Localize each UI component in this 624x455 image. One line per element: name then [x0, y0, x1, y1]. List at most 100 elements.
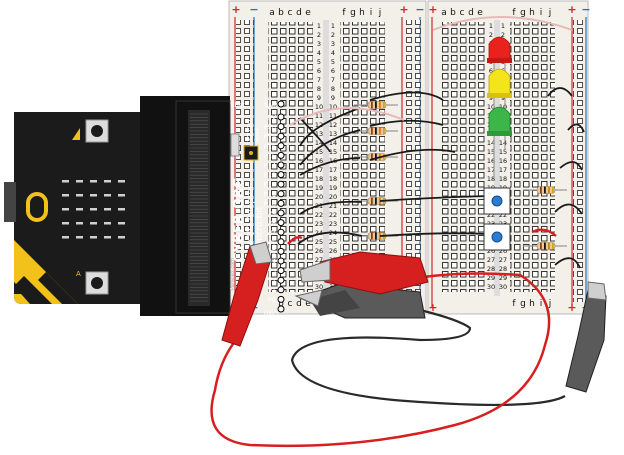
row-number: 25	[329, 238, 337, 246]
pin-circle	[277, 295, 285, 303]
button-a[interactable]	[85, 271, 109, 295]
matrix-led	[62, 222, 69, 225]
col-label: f	[512, 299, 516, 309]
pin-label: P8	[268, 219, 276, 227]
touch-logo[interactable]	[26, 192, 48, 222]
col-label: e	[477, 8, 483, 18]
jumper-wire	[297, 231, 363, 245]
black-alligator-clip[interactable]	[294, 283, 426, 319]
terminal-strip-ae	[268, 22, 313, 292]
col-label: j	[548, 299, 552, 309]
col-label: i	[370, 8, 373, 18]
pin-label: P15	[264, 152, 276, 160]
pushbutton-1[interactable]	[483, 187, 511, 215]
row-number: 8	[317, 85, 321, 93]
col-label: a	[269, 8, 275, 18]
col-label: g	[350, 8, 356, 18]
pin-label: P10	[264, 200, 276, 208]
pin-label: P0	[268, 296, 276, 304]
pin-header	[277, 100, 285, 313]
rail-minus-sign: −	[249, 3, 258, 16]
microbit-board: A	[4, 112, 160, 304]
edge-connector-slot	[188, 110, 210, 306]
col-label: j	[548, 8, 552, 18]
row-number: 19	[315, 184, 323, 192]
matrix-led	[76, 180, 83, 183]
matrix-led	[62, 236, 69, 239]
button-a-label: A	[76, 270, 81, 278]
row-number: 1	[501, 22, 505, 30]
button-b-marker	[72, 128, 80, 140]
jumper-wires	[297, 87, 585, 269]
pin-circle	[277, 199, 285, 207]
row-number: 2	[317, 31, 321, 39]
matrix-led	[90, 180, 97, 183]
row-number: 26	[329, 247, 337, 255]
row-number: 15	[329, 148, 337, 156]
pin-label: P5	[268, 248, 276, 256]
edge-io-adapter: Vbat GND GND CYBER.ORG Edge I/O Adapter …	[140, 96, 285, 318]
jumper-wire-red	[531, 228, 557, 237]
pin-label: P16	[264, 142, 276, 150]
gnd-top-label: GND	[264, 102, 278, 109]
row-number: 1	[489, 22, 493, 30]
row-number: 24	[315, 229, 323, 237]
row-number: 16	[499, 157, 507, 165]
col-label: b	[278, 8, 284, 18]
row-number: 10	[315, 103, 323, 111]
row-number: 1	[317, 22, 321, 30]
matrix-led	[62, 194, 69, 197]
matrix-led	[118, 236, 125, 239]
row-number: 22	[329, 211, 337, 219]
col-label: a	[441, 8, 447, 18]
row-number: 22	[499, 211, 507, 219]
resistor	[523, 186, 567, 194]
button-b[interactable]	[85, 119, 109, 143]
matrix-led	[118, 194, 125, 197]
matrix-led	[62, 208, 69, 211]
terminal-strip-fj-right	[510, 22, 555, 292]
pin-label: 3V	[267, 114, 276, 122]
jumper-wire	[379, 195, 489, 202]
pin-labels: 3VP20P19P16P15P14P13P12P11P10P9P8P7P6P5P…	[264, 114, 277, 304]
row-number: 8	[331, 85, 335, 93]
pin-circle	[277, 171, 285, 179]
led-green	[487, 106, 512, 178]
col-label: b	[278, 299, 284, 309]
matrix-led	[90, 194, 97, 197]
gnd-bottom-label: GND	[264, 311, 278, 318]
col-label: c	[288, 8, 293, 18]
row-number: 16	[487, 157, 495, 165]
row-number: 15	[487, 148, 495, 156]
row-number: 22	[315, 211, 323, 219]
usb-connector	[4, 182, 16, 222]
row-number: 9	[331, 94, 335, 102]
breadboard-right	[427, 0, 589, 315]
row-number: 4	[317, 49, 321, 57]
jumper-wire	[547, 87, 573, 97]
pin-circle	[277, 180, 285, 188]
pin-circle	[277, 209, 285, 217]
col-label: c	[288, 299, 293, 309]
matrix-led	[62, 180, 69, 183]
pushbutton-2[interactable]	[483, 223, 511, 251]
jumper-wire	[379, 232, 489, 237]
resistor	[354, 127, 398, 135]
resistor	[354, 101, 398, 109]
black-alligator-clip-2[interactable]	[565, 281, 607, 393]
row-number: 10	[329, 103, 337, 111]
red-alligator-clip-2[interactable]	[221, 241, 273, 347]
row-number: 17	[329, 166, 337, 174]
jumper-wire-pink	[432, 16, 573, 31]
pin-circle	[277, 151, 285, 159]
row-number: 5	[317, 58, 321, 66]
col-label: f	[512, 8, 516, 18]
row-number: 1	[331, 22, 335, 30]
col-label: h	[529, 8, 535, 18]
pin-circle	[277, 257, 285, 265]
pin-circle	[277, 267, 285, 275]
red-alligator-clip[interactable]	[299, 251, 429, 295]
col-label: b	[450, 8, 456, 18]
row-number: 28	[487, 265, 495, 273]
pin-label: P1	[268, 286, 276, 294]
